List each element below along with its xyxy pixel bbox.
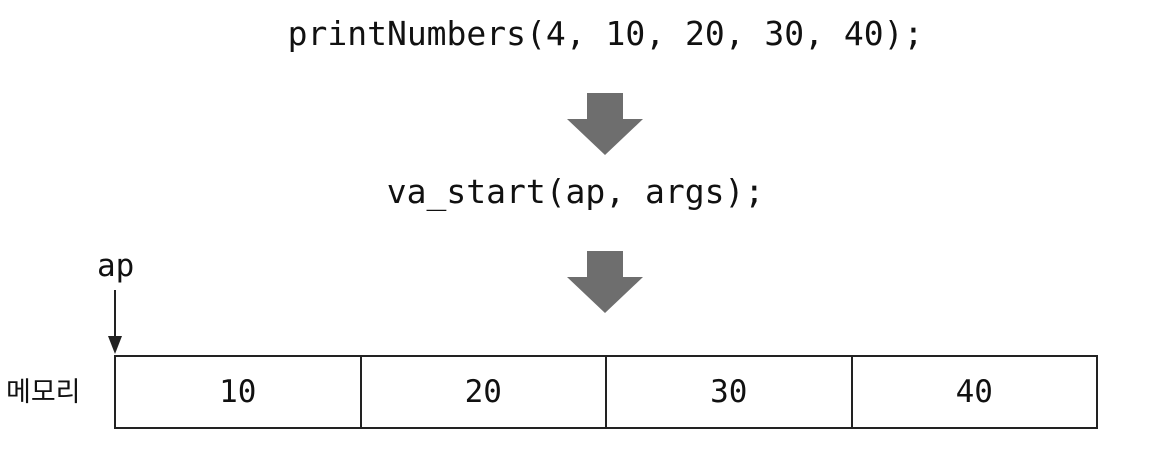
- memory-cell: 30: [607, 357, 853, 427]
- memory-strip: 10 20 30 40: [114, 355, 1098, 429]
- down-arrow-icon: [567, 93, 643, 155]
- memory-cell: 40: [955, 374, 993, 410]
- va-start-code: va_start(ap, args);: [386, 172, 765, 211]
- memory-cell: 10: [116, 357, 362, 427]
- pointer-arrow-icon: [108, 290, 122, 354]
- pointer-label: ap: [97, 248, 135, 284]
- down-arrow-icon: [567, 251, 643, 313]
- memory-label: 메모리: [6, 377, 81, 408]
- function-call-code: printNumbers(4, 10, 20, 30, 40);: [287, 14, 924, 53]
- memory-cell: 20: [362, 357, 607, 427]
